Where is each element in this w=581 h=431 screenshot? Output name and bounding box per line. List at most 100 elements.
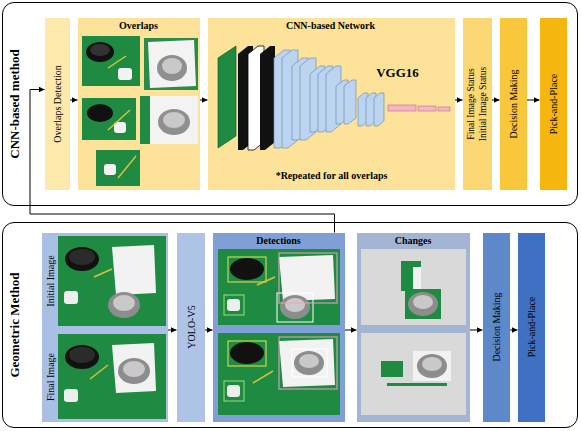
scene-shape	[108, 56, 126, 68]
vertical-label: CNN-based method	[7, 49, 21, 158]
scene-shape	[344, 80, 356, 124]
scene-shape	[279, 255, 335, 301]
scene-shape	[405, 289, 441, 319]
process-box: Pick-and-Place	[518, 233, 545, 422]
scene-shape	[162, 58, 182, 74]
arrow-connector	[470, 330, 483, 331]
scene-shape	[224, 295, 244, 315]
overlap-crop	[82, 36, 140, 86]
overlap-crop	[144, 38, 198, 90]
scene-shape	[228, 257, 266, 282]
panel-heading: CNN-based Network	[211, 20, 451, 31]
scene-shape	[413, 351, 451, 381]
scene-shape	[65, 345, 99, 369]
panel-heading: VGG16	[368, 66, 428, 80]
scene-shape	[218, 46, 236, 148]
scene-shape	[87, 104, 113, 122]
method-panel: CNN-based method Overlaps Detection	[2, 2, 578, 206]
overlap-crops	[78, 18, 200, 190]
arrow-connector	[168, 330, 177, 331]
vertical-label: Initial Image Status	[478, 66, 488, 140]
stage-panel: Changes	[357, 233, 470, 422]
scene-photos	[42, 233, 168, 422]
process-box: Final Image StatusInitial Image Status	[463, 18, 492, 190]
final-change	[361, 333, 466, 415]
scene-shape	[277, 293, 313, 322]
stage-panel: CNN-based NetworkVGG16 *Repeated for all …	[208, 18, 455, 190]
scene-shape	[294, 351, 324, 375]
vertical-label: Final Image	[44, 352, 55, 400]
scene-shape	[69, 347, 95, 363]
method-panel: Geometric Method Initial ImageFinal Imag…	[2, 222, 578, 428]
scene-shape	[401, 261, 421, 291]
arrow-connector	[455, 100, 463, 101]
scene-shape	[148, 40, 196, 88]
initial-detections	[218, 249, 340, 325]
scene-shape	[361, 333, 466, 415]
arrow-connector	[527, 100, 540, 101]
scene-shape	[118, 358, 150, 384]
scene-shape	[260, 46, 275, 150]
arrow-connector	[70, 100, 78, 101]
scene-shape	[418, 106, 436, 111]
scene-shape	[82, 36, 140, 86]
process-box: Overlaps Detection	[45, 18, 70, 190]
scene-shape	[144, 38, 198, 90]
process-box: Pick-and-Place	[540, 18, 567, 190]
process-box: Decision Making	[483, 233, 510, 422]
panel-heading: Detections	[215, 235, 343, 246]
scene-shape	[387, 383, 447, 386]
scene-shape	[82, 98, 136, 140]
scene-shape	[285, 298, 305, 312]
detection-photos	[213, 233, 345, 422]
scene-shape	[388, 105, 416, 111]
scene-shape	[158, 109, 190, 135]
vertical-label: Pick-and-Place	[548, 73, 559, 134]
overlap-crop	[140, 96, 198, 144]
arrow-connector	[345, 330, 357, 331]
scene-shape	[361, 249, 466, 325]
scene-shape	[58, 236, 166, 326]
panel-heading: *Repeated for all overlaps	[212, 170, 452, 181]
vertical-label: YOLO-V5	[185, 305, 196, 348]
scene-shape	[381, 361, 403, 377]
change-masks	[357, 233, 470, 422]
stage-panel: Detections	[213, 233, 345, 422]
initial-change	[361, 249, 466, 325]
scene-shape	[118, 156, 136, 178]
scene-shape	[140, 96, 150, 144]
vertical-label: Geometric Method	[7, 272, 21, 377]
scene-shape	[112, 245, 156, 295]
scene-shape	[64, 291, 78, 304]
arrow-connector	[492, 100, 500, 101]
scene-shape	[86, 42, 114, 62]
arrow-connector	[510, 330, 518, 331]
final-detections	[218, 333, 340, 415]
stage-panel: Overlaps	[78, 18, 200, 190]
scene-shape	[279, 339, 335, 387]
scene-shape	[108, 292, 140, 318]
vertical-label: Decision Making	[508, 69, 519, 138]
scene-shape	[228, 341, 266, 366]
vertical-label: Final Image Status	[466, 68, 476, 139]
scene-shape	[58, 334, 166, 419]
scene-shape	[230, 342, 264, 364]
scene-shape	[94, 269, 112, 277]
vgg16-layers	[208, 18, 455, 190]
scene-shape	[218, 249, 340, 325]
scene-shape	[292, 349, 327, 377]
vertical-label: Pick-and-Place	[526, 297, 537, 358]
scene-shape	[224, 381, 244, 401]
scene-shape	[280, 295, 310, 319]
scene-shape	[108, 110, 130, 130]
scene-shape	[299, 354, 319, 368]
scene-shape	[438, 107, 450, 111]
vertical-label: Initial Image	[44, 255, 55, 306]
scene-shape	[90, 44, 110, 56]
arrow-connector	[200, 100, 208, 101]
scene-shape	[227, 299, 240, 311]
scene-shape	[123, 361, 145, 377]
scene-shape	[224, 337, 337, 401]
scene-shape	[112, 343, 156, 393]
